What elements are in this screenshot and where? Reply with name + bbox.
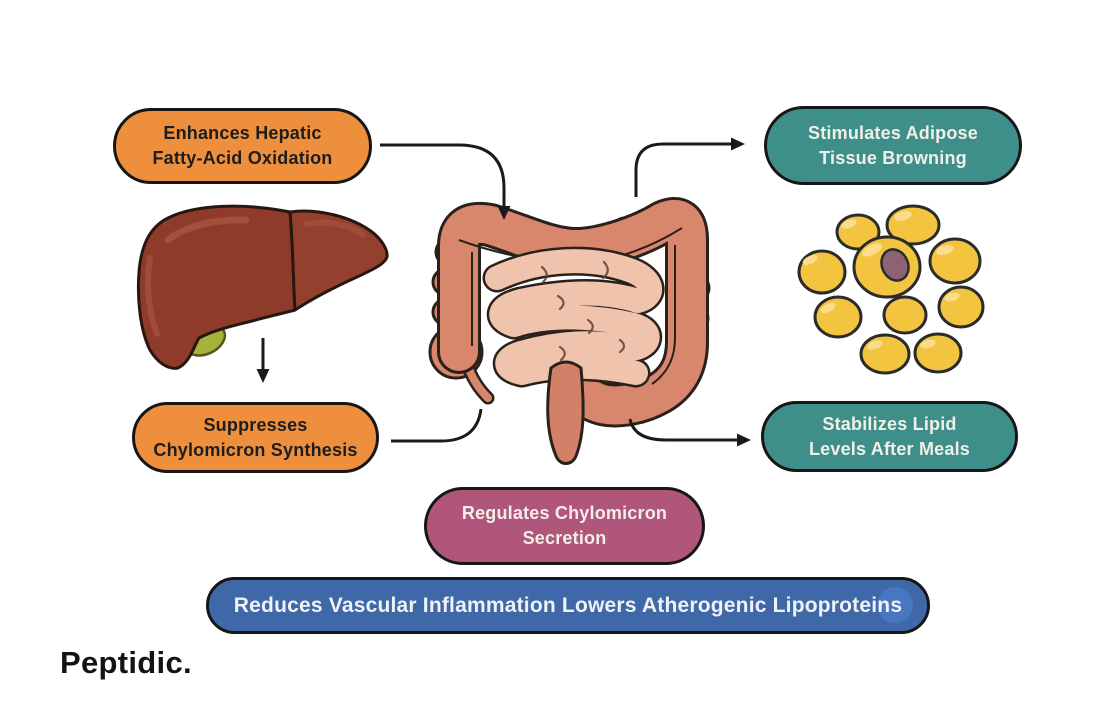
pill-text-line: Chylomicron Synthesis <box>153 439 358 460</box>
rectum <box>546 360 585 465</box>
liver-left-lobe <box>136 204 297 370</box>
liver-highlight <box>145 255 160 337</box>
pill-accent-circle <box>877 587 913 623</box>
liver-highlight <box>164 216 250 244</box>
pill-text-line: Secretion <box>522 528 607 548</box>
pill-enhances-hepatic-fatty-acid-oxidation: Enhances Hepatic Fatty-Acid Oxidation <box>113 108 372 184</box>
arrow-enhances-to-intestines <box>380 143 511 220</box>
connector-arrows <box>256 137 751 447</box>
pill-regulates-chylomicron-secretion: Regulates Chylomicron Secretion <box>424 487 705 565</box>
pill-text-line: Stimulates Adipose <box>808 122 978 143</box>
intestines-illustration <box>428 197 711 465</box>
pill-text-line: Levels After Meals <box>808 438 970 459</box>
liver-highlight <box>303 219 366 238</box>
small-intestine <box>485 249 662 385</box>
adipose-tissue-illustration <box>797 204 985 375</box>
arrow-intestines-to-stabilizes <box>628 418 751 447</box>
pill-text-line: Fatty-Acid Oxidation <box>152 148 333 168</box>
pill-text-line: Tissue Browning <box>819 147 967 168</box>
pill-suppresses-chylomicron-synthesis: Suppresses Chylomicron Synthesis <box>132 402 379 473</box>
adipose-highlights <box>802 211 960 350</box>
adipose-nucleus <box>880 248 910 282</box>
pill-text-line: Suppresses <box>203 414 308 435</box>
liver-illustration <box>136 204 389 370</box>
brand-logo: Peptidic. <box>60 645 192 680</box>
small-intestine-folds <box>540 260 626 362</box>
pill-stimulates-adipose-tissue-browning: Stimulates Adipose Tissue Browning <box>764 106 1022 185</box>
pill-stabilizes-lipid-levels-after-meals: Stabilizes Lipid Levels After Meals <box>761 401 1018 472</box>
pill-text-line: Enhances Hepatic <box>163 123 322 143</box>
pill-text-line: Reduces Vascular Inflammation Lowers Ath… <box>233 593 903 617</box>
colon <box>440 200 706 425</box>
pill-text-line: Stabilizes Lipid <box>822 413 957 434</box>
arrow-intestines-to-stimulates <box>634 137 745 197</box>
pill-text-line: Regulates Chylomicron <box>461 503 668 523</box>
connector-suppresses-to-intestines <box>391 408 483 443</box>
pill-reduces-vascular-inflammation-lowers-atherogenic-lipoproteins: Reduces Vascular Inflammation Lowers Ath… <box>206 577 930 634</box>
